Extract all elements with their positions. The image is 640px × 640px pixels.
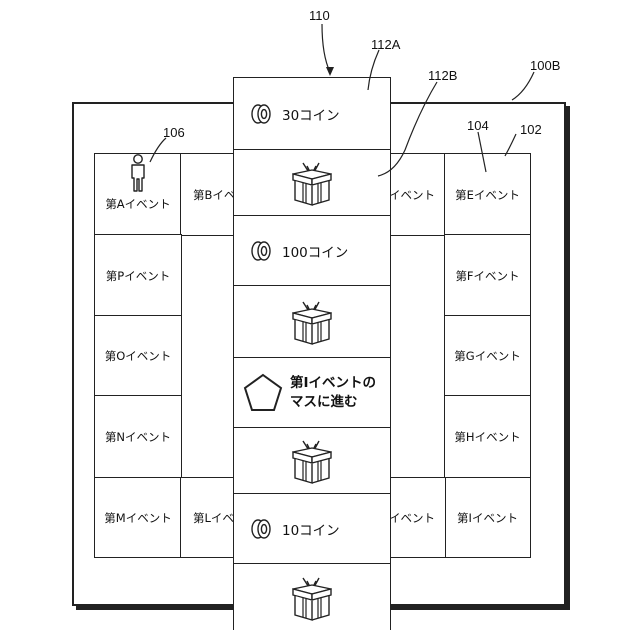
ref-label-102: 102	[520, 122, 542, 137]
ref-label-104: 104	[467, 118, 489, 133]
ref-label-112a: 112A	[371, 37, 400, 52]
ref-label-106: 106	[163, 125, 185, 140]
ref-label-110: 110	[309, 8, 330, 23]
ref-label-112b: 112B	[428, 68, 457, 83]
ref-label-100b: 100B	[530, 58, 560, 73]
